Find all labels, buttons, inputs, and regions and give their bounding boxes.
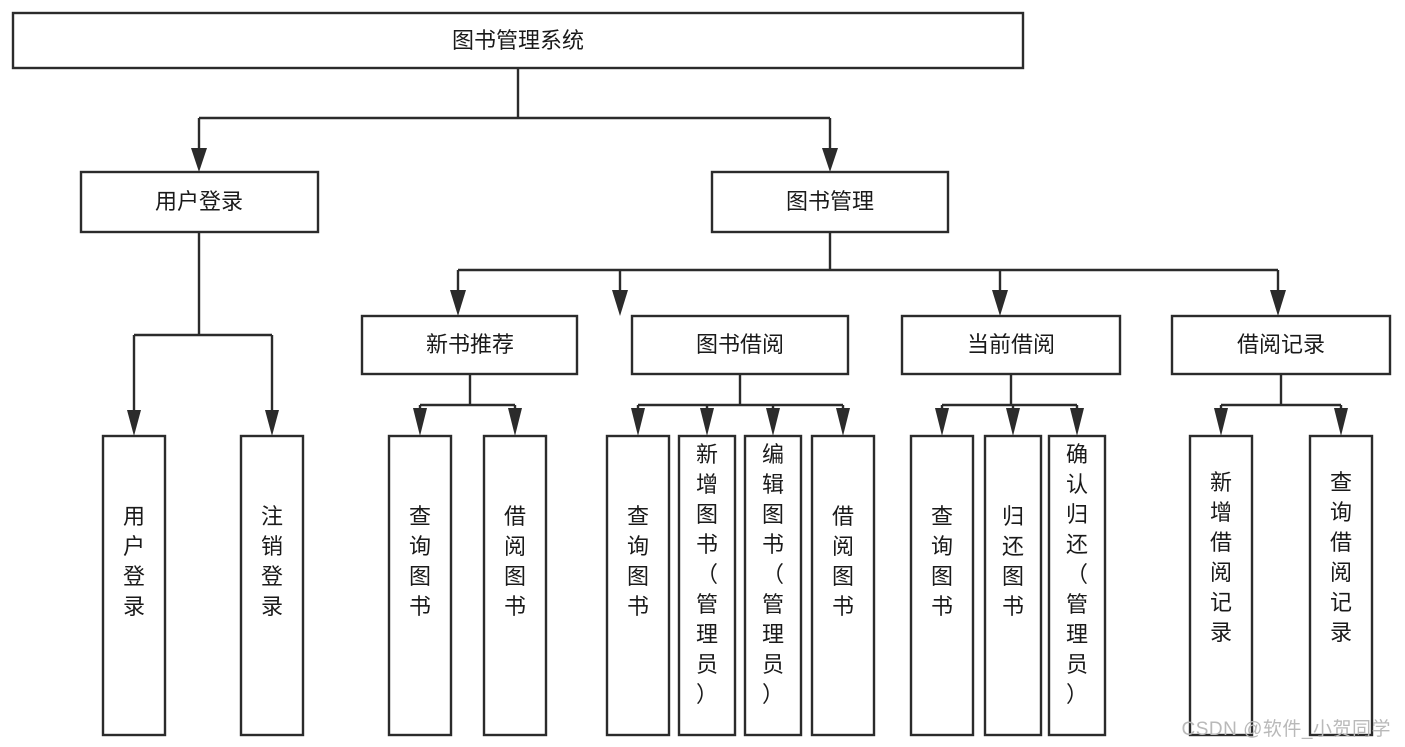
arrow-to-newbook	[450, 290, 466, 316]
node-leaf-query-book-b-box[interactable]	[605, 434, 671, 737]
node-leaf-return-book-box[interactable]	[983, 434, 1043, 737]
arrow-newbook-query	[413, 408, 427, 436]
node-root-box[interactable]	[11, 11, 1025, 70]
node-leaf-return-book-label: 归还图书	[1002, 504, 1024, 619]
node-leaf-edit-book-admin-box[interactable]	[743, 434, 803, 737]
node-borrow-record[interactable]: 借阅记录	[1170, 314, 1392, 376]
node-borrow-record-label: 借阅记录	[1237, 332, 1325, 357]
node-leaf-user-login-label: 用户登录	[123, 504, 145, 619]
node-leaf-edit-book-admin[interactable]: 编辑图书（管理员）	[743, 434, 803, 737]
node-leaf-confirm-return-admin-label: 确认归还（管理员）	[1066, 442, 1088, 707]
node-leaf-add-book-admin-label: 新增图书（管理员）	[696, 442, 718, 707]
node-leaf-confirm-return-admin[interactable]: 确认归还（管理员）	[1047, 434, 1107, 737]
node-book-borrow-box[interactable]	[630, 314, 850, 376]
arrow-borrow-edit	[766, 408, 780, 436]
node-current-borrow-box[interactable]	[900, 314, 1122, 376]
arrow-record-add	[1214, 408, 1228, 436]
node-leaf-query-book-c-label: 查询图书	[931, 504, 953, 619]
node-leaf-return-book[interactable]: 归还图书	[983, 434, 1043, 737]
arrow-to-logout	[265, 410, 279, 436]
arrow-current-confirm	[1070, 408, 1084, 436]
arrow-borrow-borrowbook	[836, 408, 850, 436]
node-leaf-logout-label: 注销登录	[261, 504, 283, 619]
node-borrow-record-box[interactable]	[1170, 314, 1392, 376]
node-leaf-user-login-box[interactable]	[101, 434, 167, 737]
node-leaf-query-book-b[interactable]: 查询图书	[605, 434, 671, 737]
node-leaf-borrow-book-b-label: 借阅图书	[832, 504, 854, 619]
arrow-current-return	[1006, 408, 1020, 436]
arrow-root-to-user-login	[191, 148, 207, 172]
node-leaf-query-book-b-label: 查询图书	[627, 504, 649, 619]
node-leaf-user-login[interactable]: 用户登录	[101, 434, 167, 737]
node-user-login[interactable]: 用户登录	[79, 170, 320, 234]
arrow-borrow-add	[700, 408, 714, 436]
arrow-to-borrow	[612, 290, 628, 316]
arrow-to-login	[127, 410, 141, 436]
arrow-newbook-borrow	[508, 408, 522, 436]
node-leaf-query-book-a-box[interactable]	[387, 434, 453, 737]
arrow-to-current	[992, 290, 1008, 316]
node-leaf-query-book-a[interactable]: 查询图书	[387, 434, 453, 737]
node-leaf-query-borrow-record[interactable]: 查询借阅记录	[1308, 434, 1374, 737]
node-leaf-query-borrow-record-box[interactable]	[1308, 434, 1374, 737]
node-leaf-borrow-book-a-box[interactable]	[482, 434, 548, 737]
node-current-borrow[interactable]: 当前借阅	[900, 314, 1122, 376]
node-user-login-box[interactable]	[79, 170, 320, 234]
node-leaf-add-borrow-record-label: 新增借阅记录	[1210, 470, 1232, 645]
node-leaf-query-book-a-label: 查询图书	[409, 504, 431, 619]
node-new-book-recommend-box[interactable]	[360, 314, 579, 376]
node-leaf-edit-book-admin-label: 编辑图书（管理员）	[762, 442, 784, 707]
node-leaf-logout-box[interactable]	[239, 434, 305, 737]
edge-layer	[127, 68, 1348, 436]
node-leaf-borrow-book-a[interactable]: 借阅图书	[482, 434, 548, 737]
node-leaf-borrow-book-b-box[interactable]	[810, 434, 876, 737]
arrow-record-query	[1334, 408, 1348, 436]
node-leaf-add-book-admin-box[interactable]	[677, 434, 737, 737]
arrow-root-to-book-mgmt	[822, 148, 838, 172]
arrow-current-query	[935, 408, 949, 436]
node-leaf-query-borrow-record-label: 查询借阅记录	[1330, 470, 1352, 645]
node-leaf-add-borrow-record-box[interactable]	[1188, 434, 1254, 737]
node-root[interactable]: 图书管理系统	[11, 11, 1025, 70]
node-user-login-label: 用户登录	[155, 189, 243, 214]
node-new-book-recommend[interactable]: 新书推荐	[360, 314, 579, 376]
node-current-borrow-label: 当前借阅	[967, 332, 1055, 357]
node-book-borrow-label: 图书借阅	[696, 332, 784, 357]
node-book-management-label: 图书管理	[786, 189, 874, 214]
node-book-management-box[interactable]	[710, 170, 950, 234]
node-leaf-borrow-book-a-label: 借阅图书	[504, 504, 526, 619]
node-root-label: 图书管理系统	[452, 28, 584, 53]
arrow-to-record	[1270, 290, 1286, 316]
node-book-management[interactable]: 图书管理	[710, 170, 950, 234]
node-leaf-confirm-return-admin-box[interactable]	[1047, 434, 1107, 737]
node-leaf-add-book-admin[interactable]: 新增图书（管理员）	[677, 434, 737, 737]
node-leaf-query-book-c[interactable]: 查询图书	[909, 434, 975, 737]
node-leaf-logout[interactable]: 注销登录	[239, 434, 305, 737]
node-leaf-query-book-c-box[interactable]	[909, 434, 975, 737]
arrow-borrow-query	[631, 408, 645, 436]
node-leaf-add-borrow-record[interactable]: 新增借阅记录	[1188, 434, 1254, 737]
node-leaf-borrow-book-b[interactable]: 借阅图书	[810, 434, 876, 737]
node-new-book-recommend-label: 新书推荐	[426, 332, 514, 357]
node-book-borrow[interactable]: 图书借阅	[630, 314, 850, 376]
